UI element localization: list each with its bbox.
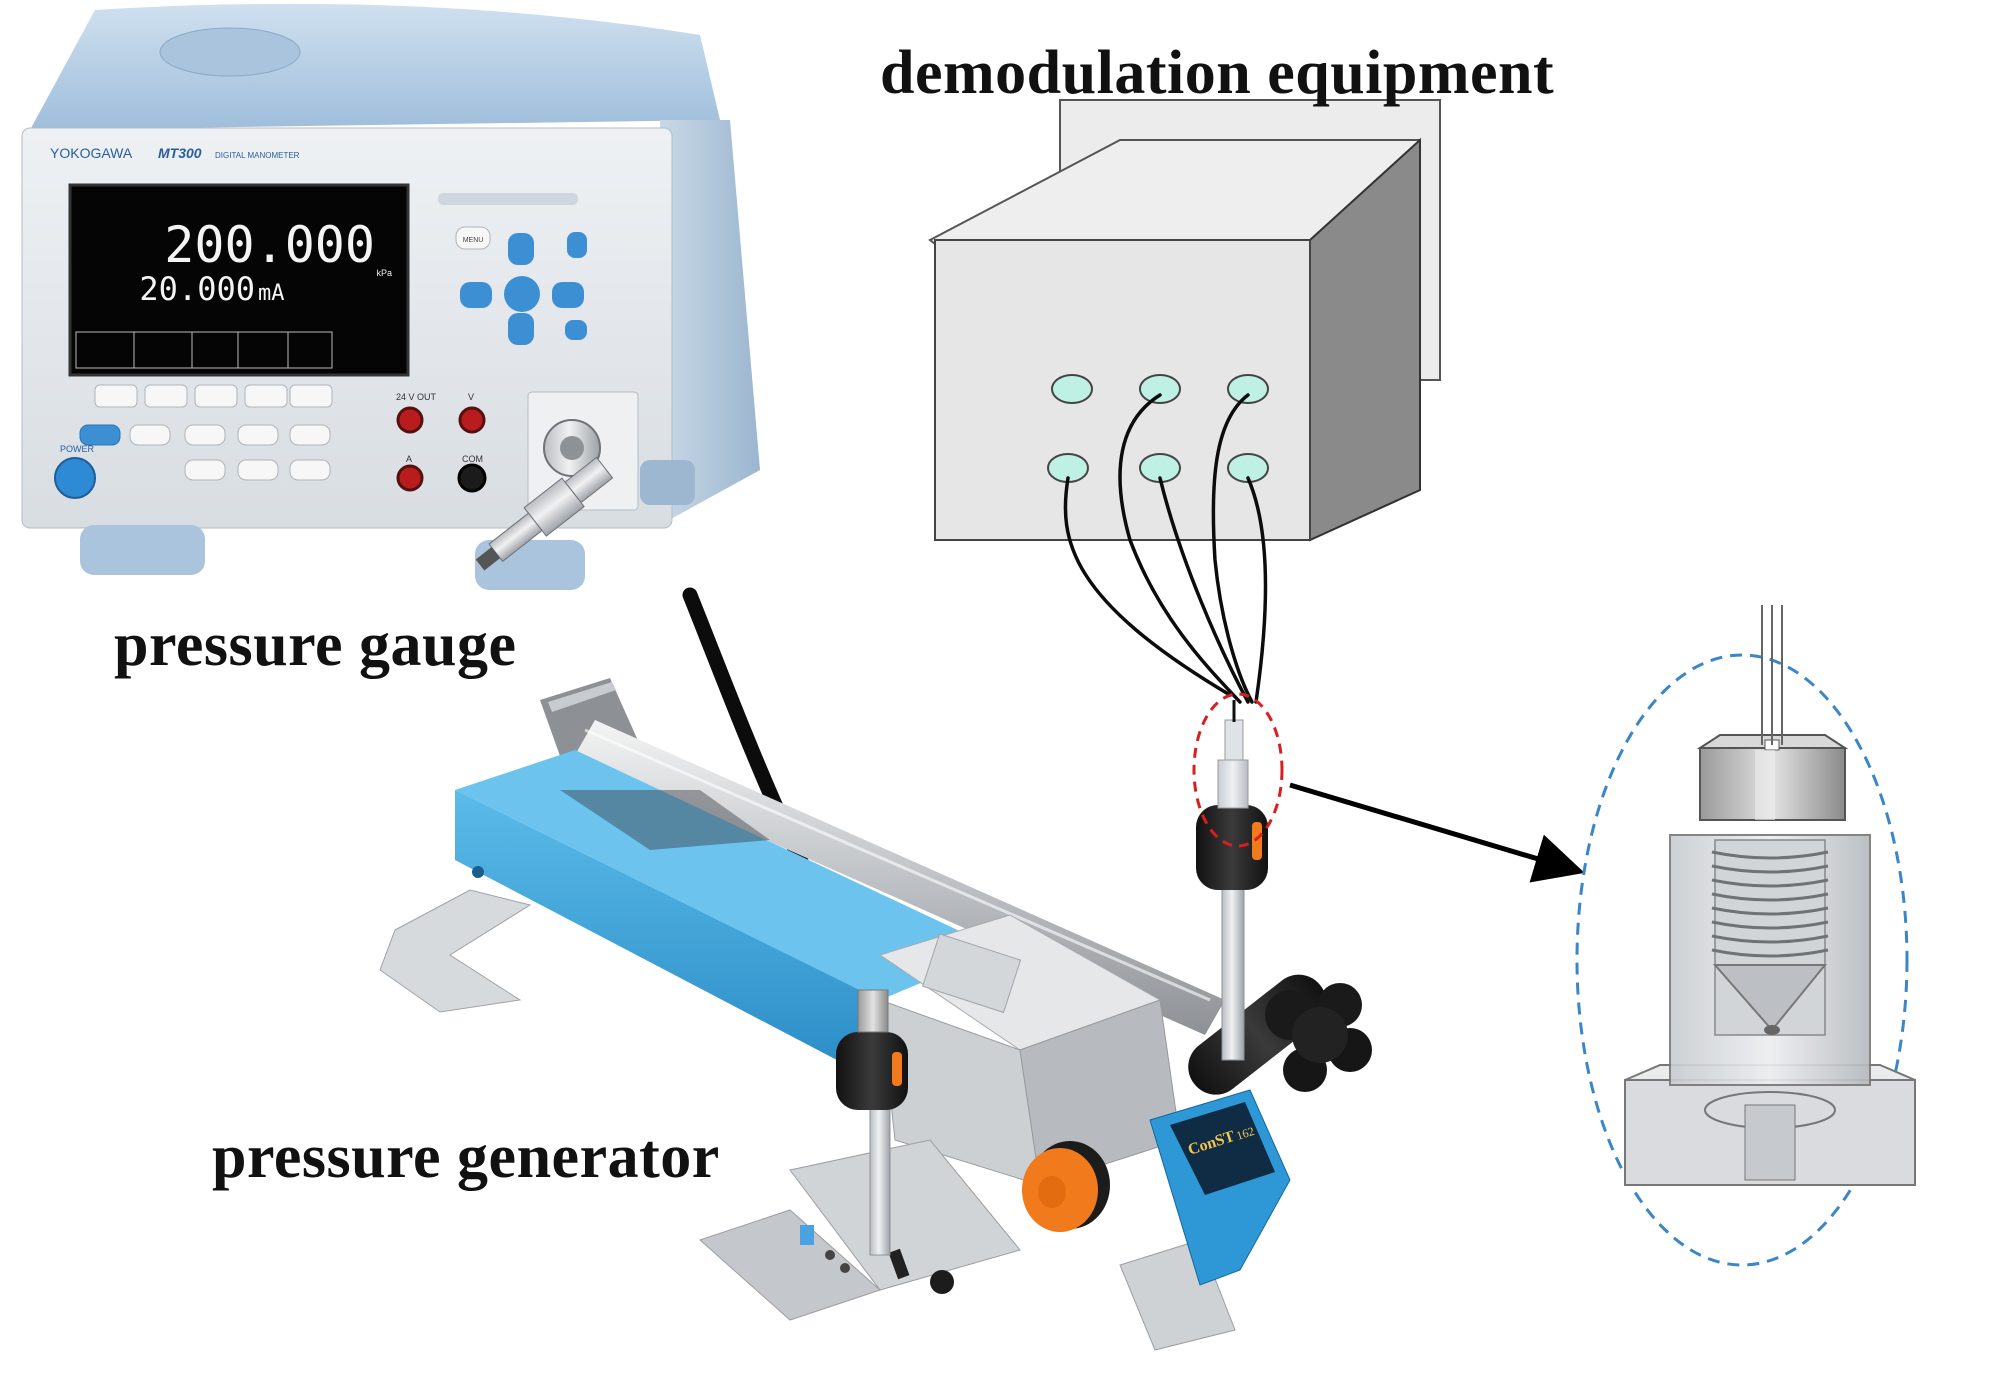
generator-valve-stem: [888, 1248, 910, 1280]
generator-display-screen: [1170, 1102, 1275, 1195]
generator-left-coupler-stripe: [892, 1052, 902, 1086]
generator-right-post: [1221, 869, 1245, 1061]
generator-left-hex: [857, 989, 889, 1033]
label-pressure-generator: pressure generator: [212, 1123, 720, 1191]
gauge-display: [68, 183, 410, 377]
gauge-foot-left: [80, 525, 205, 575]
gauge-terminal-com: COM: [462, 454, 483, 464]
generator-blue-nipple: [800, 1225, 814, 1245]
generator-star-knob: [1265, 983, 1372, 1092]
pressure-gauge-device: YOKOGAWA MT300 DIGITAL MANOMETER 200.000…: [21, 3, 760, 590]
gauge-function-buttons: [129, 424, 331, 481]
generator-model: 162: [1235, 1124, 1256, 1143]
gauge-sub-unit: mA: [258, 281, 285, 306]
gauge-down-key: [508, 313, 534, 345]
demod-fibers: [1063, 393, 1268, 704]
detail-tip: [1764, 1025, 1780, 1035]
gauge-brand: YOKOGAWA: [50, 145, 133, 161]
generator-blue-front: [455, 790, 880, 1080]
gauge-right-key: [552, 282, 584, 308]
label-demodulation-equipment: demodulation equipment: [880, 39, 1555, 107]
gauge-enter-key: [504, 276, 540, 312]
generator-blue-top: [455, 750, 1000, 1000]
demodulation-box: [928, 99, 1441, 704]
generator-right-coupler-stripe: [1252, 822, 1262, 860]
gauge-softkeys: [94, 384, 333, 408]
generator-bottom-block: [699, 1209, 881, 1321]
gauge-sub-reading: 20.000: [139, 270, 255, 308]
generator-right-coupler: [1196, 805, 1268, 890]
generator-screw: [472, 866, 484, 878]
gauge-side-panel: [660, 120, 760, 525]
sensor-probe: [1217, 700, 1249, 809]
sensor-callout-ellipse: [1192, 692, 1284, 848]
gauge-power-label: POWER: [60, 444, 95, 454]
gauge-blue-key: [79, 424, 121, 446]
gauge-left-key: [460, 282, 492, 308]
gauge-port-inner: [560, 436, 584, 460]
demod-connectors: [1047, 374, 1269, 483]
gauge-menu-key-label: MENU: [463, 237, 484, 244]
generator-orange-knob: [1022, 1141, 1110, 1232]
gauge-menu-key: [455, 226, 491, 250]
gauge-top-recess: [159, 27, 301, 77]
detail-cone: [1712, 964, 1828, 1032]
sensor-detail-view: [1624, 605, 1916, 1186]
detail-fibers: [1761, 605, 1783, 745]
gauge-foot-back: [640, 460, 695, 505]
detail-base-bore: [1744, 1104, 1796, 1181]
generator-left-coupler: [836, 1032, 908, 1110]
generator-label-plate: [922, 933, 1022, 1014]
gauge-model-desc: DIGITAL MANOMETER: [215, 151, 300, 160]
pressure-generator-device: ConST 162: [379, 678, 1372, 1351]
generator-bolt-2: [840, 1263, 850, 1273]
gauge-power-button: [54, 457, 96, 499]
gauge-esc-key: [567, 232, 587, 258]
label-pressure-gauge: pressure gauge: [114, 611, 517, 679]
generator-stand-left: [379, 889, 532, 1013]
gauge-model: MT300: [158, 145, 202, 161]
generator-end-top: [548, 682, 616, 712]
gauge-up-key: [508, 233, 534, 265]
gauge-top-cover: [30, 3, 720, 131]
callout-arrow: [1289, 782, 1585, 883]
gauge-main-unit: kPa: [376, 268, 392, 278]
gauge-terminals: [396, 406, 487, 493]
gauge-hose-fitting: [475, 456, 614, 571]
detail-threads: [1711, 850, 1829, 958]
generator-valve-knob: [930, 1270, 954, 1294]
gauge-key-strip: [438, 193, 578, 205]
gauge-keylock-key: [565, 320, 587, 340]
detail-hex-highlight: [1755, 750, 1775, 820]
gauge-softkey-row: [75, 331, 333, 369]
generator-rail-highlight: [584, 728, 1211, 1002]
detail-callout-ellipse: [1575, 653, 1909, 1267]
generator-bolt: [825, 1250, 835, 1260]
gauge-terminal-24v: 24 V OUT: [396, 392, 437, 402]
gauge-terminal-a: A: [406, 454, 412, 464]
gauge-terminal-v: V: [468, 392, 474, 402]
gauge-main-reading: 200.000: [164, 216, 375, 274]
generator-blue-slot: [560, 790, 770, 850]
